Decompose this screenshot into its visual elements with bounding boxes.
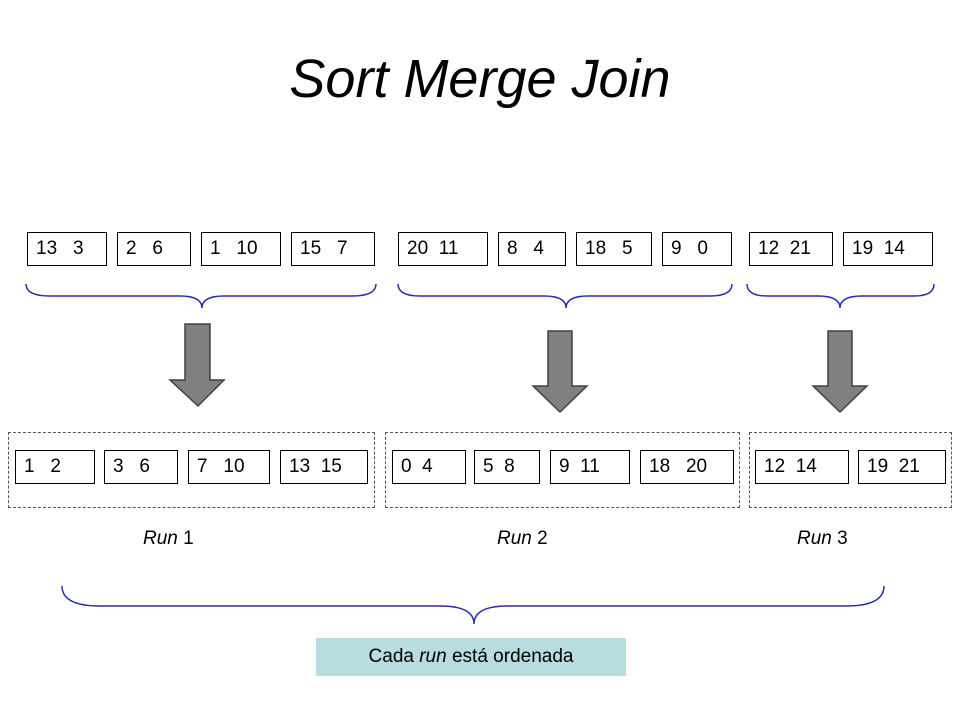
input-page: 19 14	[843, 232, 933, 266]
run-group-3	[749, 432, 952, 508]
caption-prefix: Cada	[368, 646, 420, 667]
caption-suffix: está ordenada	[446, 646, 574, 667]
run-page: 13 15	[280, 450, 368, 484]
run-label-3: Run 3	[797, 528, 848, 549]
run-label-1: Run 1	[143, 528, 194, 549]
down-arrow-3	[811, 330, 869, 414]
input-page: 18 5	[576, 232, 652, 266]
brace-group-2	[397, 283, 733, 309]
input-page: 2 6	[117, 232, 191, 266]
caption-emphasis: run	[419, 646, 447, 667]
caption-box: Cada run está ordenada	[316, 638, 626, 676]
input-page: 1 10	[201, 232, 281, 266]
input-page: 20 11	[398, 232, 488, 266]
input-page: 12 21	[749, 232, 833, 266]
run-page: 5 8	[474, 450, 540, 484]
brace-all-runs	[61, 585, 885, 625]
input-page: 9 0	[662, 232, 732, 266]
input-page: 15 7	[291, 232, 375, 266]
input-page: 13 3	[27, 232, 107, 266]
page-title: Sort Merge Join	[289, 49, 671, 109]
input-page: 8 4	[498, 232, 566, 266]
run-group-2	[385, 432, 740, 508]
down-arrow-1	[168, 323, 226, 408]
run-page: 9 11	[550, 450, 630, 484]
run-page: 19 21	[858, 450, 946, 484]
run-page: 1 2	[15, 450, 95, 484]
brace-group-3	[746, 283, 935, 309]
down-arrow-2	[531, 330, 589, 414]
run-page: 3 6	[104, 450, 178, 484]
run-page: 7 10	[188, 450, 270, 484]
run-label-2: Run 2	[497, 528, 548, 549]
brace-group-1	[25, 283, 377, 309]
run-page: 12 14	[755, 450, 849, 484]
run-group-1	[8, 432, 375, 508]
run-page: 18 20	[640, 450, 734, 484]
run-page: 0 4	[392, 450, 466, 484]
